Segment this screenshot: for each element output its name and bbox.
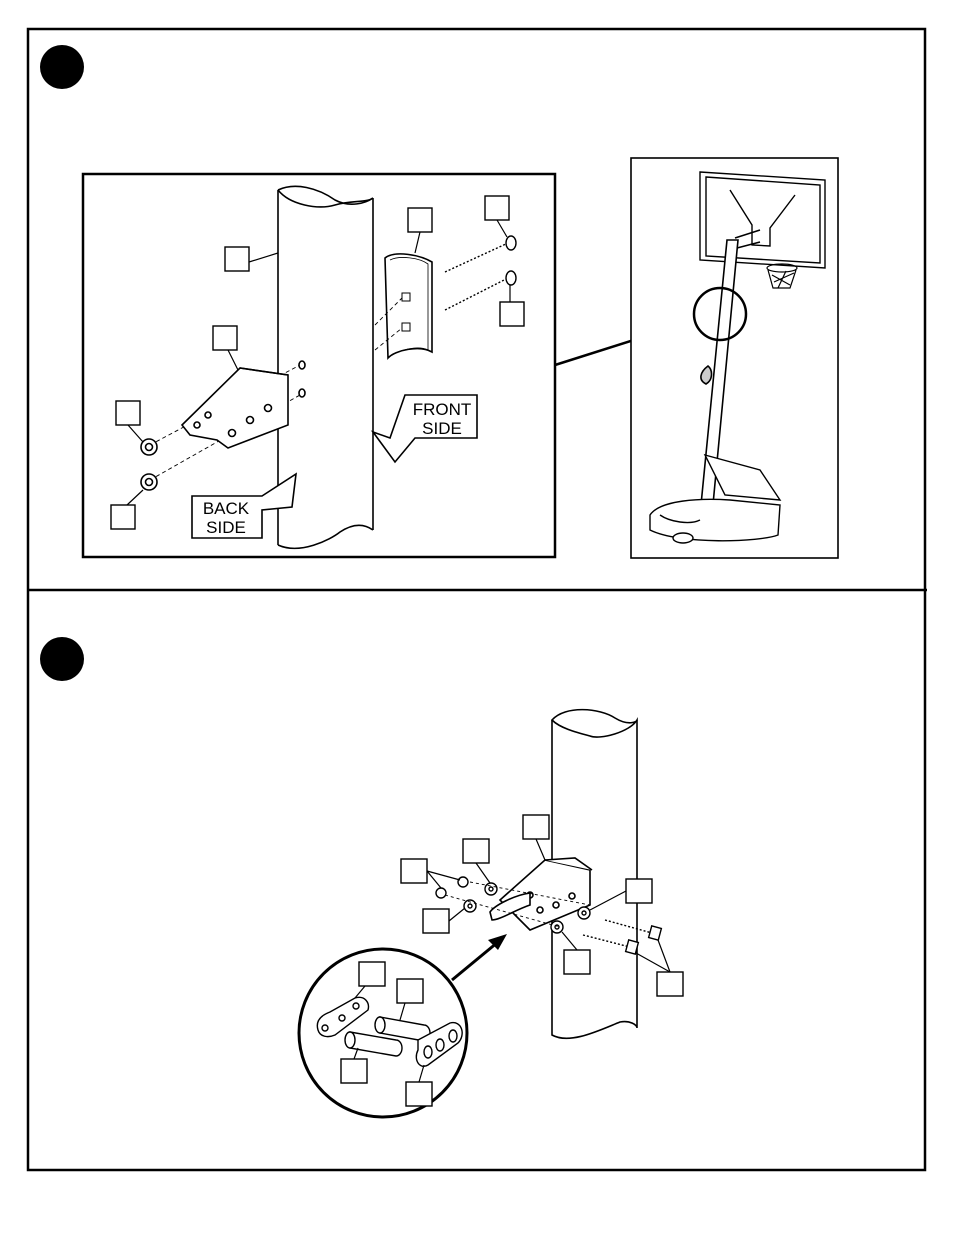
front-side-label: SIDE — [422, 419, 462, 438]
back-side-callout: BACK SIDE — [192, 474, 296, 538]
back-side-label: SIDE — [206, 518, 246, 537]
leader-lines — [127, 220, 510, 505]
front-side-callout: FRONT SIDE — [373, 395, 477, 462]
step-1-marker — [40, 45, 84, 89]
bracket — [182, 361, 305, 448]
back-plate — [385, 254, 432, 358]
step-2-marker — [40, 637, 84, 681]
step2-illustration — [299, 710, 683, 1117]
detail-frame — [83, 174, 555, 557]
part-labels — [111, 196, 524, 529]
nuts — [141, 439, 157, 490]
inset-detail — [299, 949, 467, 1117]
step1-detail-panel: FRONT SIDE BACK SIDE — [83, 174, 555, 557]
front-label: FRONT — [413, 400, 472, 419]
backboard — [700, 172, 825, 268]
bolts — [445, 236, 516, 310]
inset-arrow — [452, 934, 507, 980]
overview-panel — [631, 158, 838, 558]
back-label: BACK — [203, 499, 250, 518]
